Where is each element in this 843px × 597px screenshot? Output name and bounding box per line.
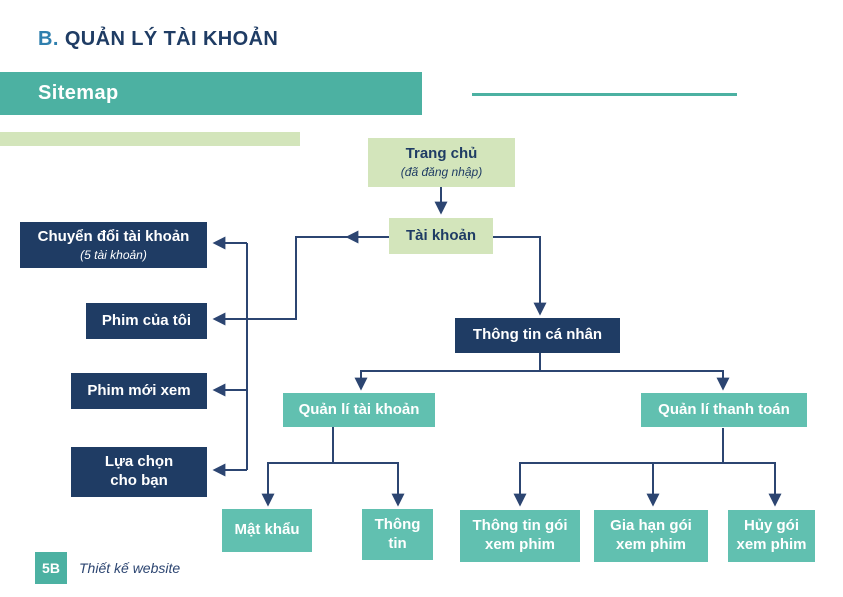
footer: 5B Thiết kế website [35, 552, 180, 584]
node-account-label: Tài khoản [405, 226, 476, 244]
node-home: Trang chủ (đã đăng nhập) [368, 138, 515, 187]
footer-caption: Thiết kế website [79, 560, 181, 576]
node-plan-info: Thông tin gói xem phim [460, 510, 580, 562]
node-recently-watched: Phim mới xem [71, 373, 207, 409]
node-account-management-label: Quản lí tài khoản [298, 400, 420, 418]
node-personal-info-label: Thông tin cá nhân [472, 326, 603, 344]
node-recently-watched-label: Phim mới xem [87, 381, 191, 399]
green-accent-bar [0, 132, 300, 146]
node-plan-cancel: Hủy gói xem phim [728, 510, 815, 562]
node-info-label: Thông tin [374, 515, 421, 552]
teal-divider-line [472, 93, 737, 96]
node-switch-account-note: (5 tài khoản) [80, 247, 147, 262]
node-account: Tài khoản [389, 218, 493, 254]
node-payment-management-label: Quản lí thanh toán [658, 400, 790, 418]
node-personal-info: Thông tin cá nhân [455, 318, 620, 353]
banner-label: Sitemap [38, 82, 119, 104]
node-switch-account-label: Chuyển đổi tài khoản [37, 227, 190, 245]
node-password-label: Mật khẩu [234, 521, 300, 539]
node-picks-for-you: Lựa chọn cho bạn [71, 447, 207, 497]
sitemap-banner: Sitemap [0, 72, 422, 115]
page-title: B.QUẢN LÝ TÀI KHOẢN [38, 28, 278, 51]
node-account-management: Quản lí tài khoản [283, 393, 435, 427]
section-title: QUẢN LÝ TÀI KHOẢN [64, 28, 279, 50]
node-my-movies-label: Phim của tôi [101, 311, 192, 329]
node-plan-renewal: Gia hạn gói xem phim [594, 510, 708, 562]
node-payment-management: Quản lí thanh toán [641, 393, 807, 427]
node-plan-info-label: Thông tin gói xem phim [472, 517, 568, 553]
node-home-label: Trang chủ [405, 145, 478, 163]
node-my-movies: Phim của tôi [86, 303, 207, 339]
node-picks-for-you-label: Lựa chọn cho bạn [104, 453, 174, 489]
section-prefix: B. [38, 28, 59, 50]
footer-logo: 5B [35, 552, 67, 584]
node-plan-cancel-label: Hủy gói xem phim [736, 517, 807, 553]
node-plan-renewal-label: Gia hạn gói xem phim [610, 517, 692, 553]
node-home-note: (đã đăng nhập) [400, 165, 483, 180]
node-password: Mật khẩu [222, 509, 312, 552]
node-switch-account: Chuyển đổi tài khoản (5 tài khoản) [20, 222, 207, 268]
node-info: Thông tin [362, 509, 433, 560]
